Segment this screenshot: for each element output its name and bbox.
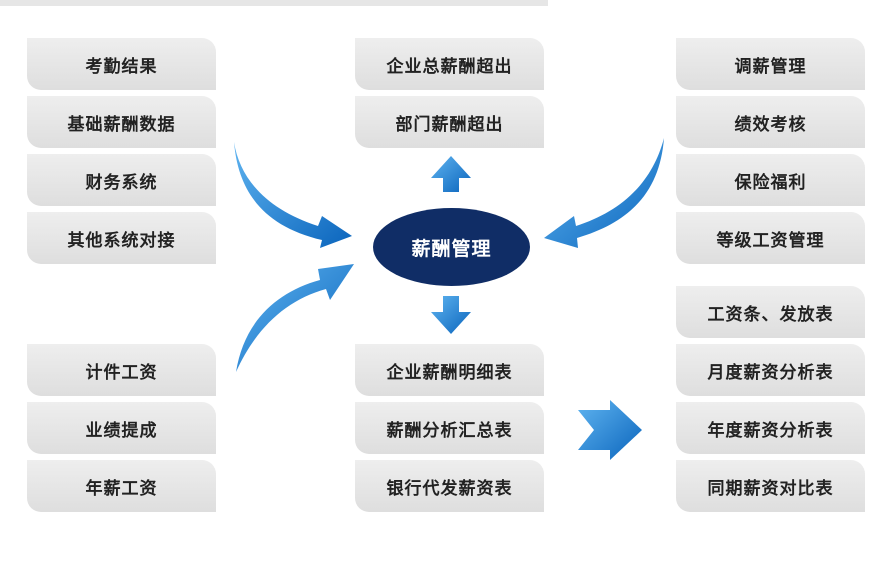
arrow-bottom-left-icon <box>236 264 354 372</box>
report-box-period-comparison: 同期薪资对比表 <box>676 460 865 512</box>
report-box-monthly-analysis: 月度薪资分析表 <box>676 344 865 396</box>
input-box-performance-commission: 业绩提成 <box>27 402 216 454</box>
input-box-piecework-wage: 计件工资 <box>27 344 216 396</box>
output-box-department-exceed: 部门薪酬超出 <box>355 96 544 148</box>
output-box-salary-summary: 薪酬分析汇总表 <box>355 402 544 454</box>
arrow-down-icon <box>431 296 471 334</box>
top-decorative-bar <box>0 0 548 6</box>
arrow-top-right-icon <box>544 138 664 248</box>
report-box-annual-analysis: 年度薪资分析表 <box>676 402 865 454</box>
report-box-payslip: 工资条、发放表 <box>676 286 865 338</box>
input-box-other-systems: 其他系统对接 <box>27 212 216 264</box>
input-box-grade-wage: 等级工资管理 <box>676 212 865 264</box>
input-box-attendance: 考勤结果 <box>27 38 216 90</box>
input-box-base-salary-data: 基础薪酬数据 <box>27 96 216 148</box>
output-box-company-total-exceed: 企业总薪酬超出 <box>355 38 544 90</box>
output-box-salary-detail: 企业薪酬明细表 <box>355 344 544 396</box>
input-box-finance-system: 财务系统 <box>27 154 216 206</box>
input-box-insurance-benefits: 保险福利 <box>676 154 865 206</box>
input-box-performance-review: 绩效考核 <box>676 96 865 148</box>
input-box-annual-salary: 年薪工资 <box>27 460 216 512</box>
arrow-right-icon <box>578 400 642 460</box>
output-box-bank-payroll: 银行代发薪资表 <box>355 460 544 512</box>
arrow-up-icon <box>431 156 471 192</box>
salary-management-center: 薪酬管理 <box>373 208 530 286</box>
input-box-salary-adjustment: 调薪管理 <box>676 38 865 90</box>
arrow-top-left-icon <box>234 142 352 248</box>
